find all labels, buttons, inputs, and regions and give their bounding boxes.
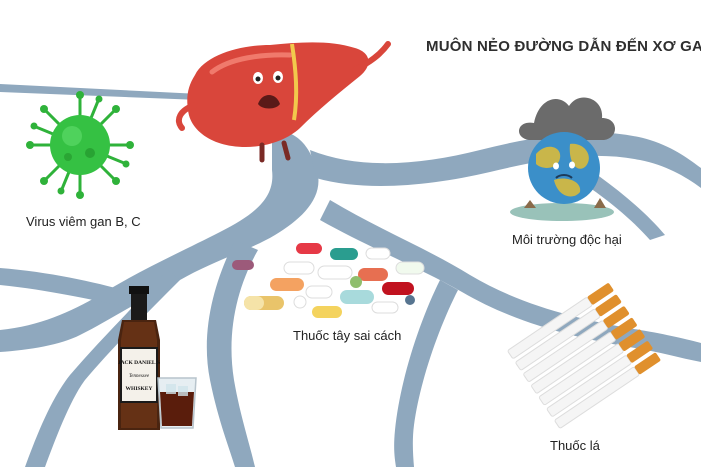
whiskey-bottle-icon: JACK DANIEL'S Tennessee WHISKEY: [118, 286, 160, 430]
river-left-branch: [25, 270, 180, 467]
river-left-upper-branch: [0, 268, 130, 305]
liver-right-leg: [281, 140, 291, 161]
liver-shine: [209, 52, 293, 75]
liver-character: [175, 41, 391, 163]
liver-ligament: [290, 43, 299, 121]
cigarettes-icon: [507, 283, 661, 429]
label-virus-hepatitis: Virus viêm gan B, C: [26, 214, 141, 229]
virus-core: [50, 115, 110, 175]
pills-pile-icon: [232, 243, 425, 318]
label-medication-misuse: Thuốc tây sai cách: [293, 328, 402, 343]
liver-mouth: [258, 95, 280, 109]
liver-left-arm: [175, 102, 198, 131]
virus-icon: [26, 91, 134, 199]
liver-left-pupil: [255, 76, 261, 82]
liver-right-arm: [352, 41, 391, 73]
bottle-kind-text: WHISKEY: [126, 386, 153, 392]
river-environment-branch: [310, 132, 701, 188]
liver-right-pupil: [275, 75, 281, 81]
whiskey-glass-icon: [157, 377, 197, 429]
bottle-style-text: Tennessee: [129, 374, 150, 379]
label-toxic-environment: Môi trường độc hại: [512, 232, 622, 247]
river-virus-stream: [0, 84, 200, 100]
polluted-earth-icon: [510, 97, 616, 221]
river-lower-right-branch: [394, 280, 458, 467]
label-tobacco: Thuốc lá: [550, 438, 600, 453]
river-main-trunk: [0, 130, 319, 352]
river-middle-branch: [206, 240, 258, 467]
liver-body: [187, 42, 369, 148]
page-title: MUÔN NẺO ĐƯỜNG DẪN ĐẾN XƠ GAN: [426, 38, 701, 55]
river-right-branch: [320, 200, 701, 362]
bottle-brand-text: JACK DANIEL'S: [118, 360, 160, 366]
title-block: MUÔN NẺO ĐƯỜNG DẪN ĐẾN XƠ GAN: [426, 38, 701, 55]
